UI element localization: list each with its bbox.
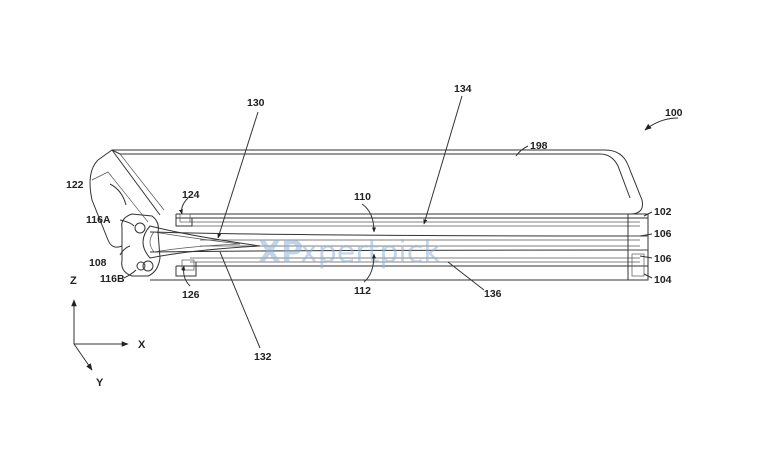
label-108: 108 [89,257,107,269]
watermark: XP xpertpick [258,235,441,270]
label-106-top: 106 [654,228,672,240]
y-axis-label: Y [96,377,104,389]
label-124: 124 [182,189,200,201]
label-132: 132 [254,351,272,363]
label-100: 100 [665,107,683,119]
leader-lines [109,95,679,349]
label-106-bottom: 106 [654,253,672,265]
label-136: 136 [484,288,502,300]
label-104: 104 [654,274,672,286]
label-116a: 116A [86,214,111,226]
label-198: 198 [530,140,548,152]
device-body [89,149,649,281]
label-112: 112 [354,285,371,297]
label-134: 134 [454,83,472,95]
label-110: 110 [354,191,371,203]
x-axis-label: X [138,339,146,351]
label-126: 126 [182,289,200,301]
z-axis-label: Z [70,275,77,287]
y-axis-arrow [73,343,93,371]
reference-labels: 100 198 134 130 122 124 110 116A 108 116… [66,83,683,363]
label-122: 122 [66,179,84,191]
label-130: 130 [247,97,265,109]
label-102: 102 [654,206,672,218]
watermark-text: xpertpick [300,235,441,270]
label-116b: 116B [100,273,125,285]
watermark-mark: XP [258,235,303,270]
coordinate-axes: Z X Y [70,275,146,389]
